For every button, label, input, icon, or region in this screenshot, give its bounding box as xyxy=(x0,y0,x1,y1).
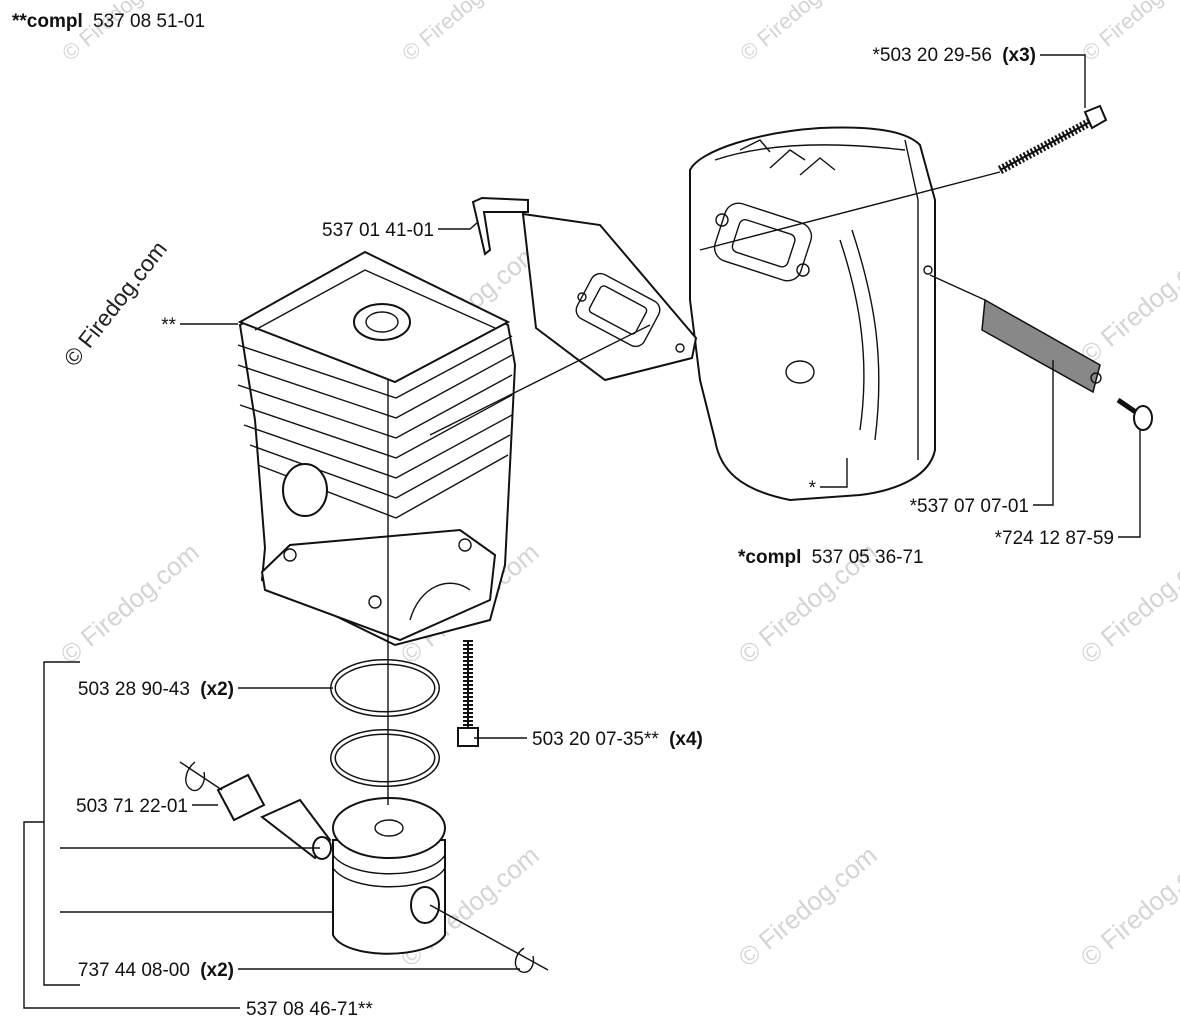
callout-muffler-number: * xyxy=(809,478,817,499)
watermark-text: © Firedog.com xyxy=(397,0,524,66)
callout-piston-kit: 537 08 46-71** xyxy=(246,999,373,1020)
watermark-text: © Firedog.com xyxy=(1075,840,1180,973)
leader-muffler xyxy=(820,458,848,488)
callout-screen-number: *537 07 07-01 xyxy=(910,496,1029,517)
muffler-compl-number: 537 05 36-71 xyxy=(812,547,924,568)
watermarks: © Firedog.com © Firedog.com © Firedog.co… xyxy=(55,0,1180,973)
cylinder-assembly-label: **compl 537 08 51-01 xyxy=(12,11,205,32)
needle-bearing-part xyxy=(216,773,332,860)
piston-rings-part xyxy=(330,659,440,787)
callout-bolt-top: *503 20 29-56 (x3) xyxy=(873,45,1036,66)
leader-gasket xyxy=(438,221,479,230)
callout-circlip-qty: (x2) xyxy=(200,960,234,981)
watermark-text: © Firedog.com xyxy=(1075,537,1180,670)
callout-screw: *724 12 87-59 xyxy=(995,528,1114,549)
callout-screw-number: *724 12 87-59 xyxy=(995,528,1114,549)
callout-cyl-bolt-number: 503 20 07-35** xyxy=(532,729,659,750)
callout-gasket-number: 537 01 41-01 xyxy=(322,220,434,241)
callout-bolt-top-qty: (x3) xyxy=(1002,45,1036,66)
watermark-text: © Firedog.com xyxy=(1077,0,1180,66)
callout-cyl-bolt-qty: (x4) xyxy=(669,729,703,750)
piston-part xyxy=(332,797,549,971)
circlip-part xyxy=(179,761,535,973)
cylinder-compl-number: 537 08 51-01 xyxy=(93,11,205,32)
watermark-text-strong: © Firedog.com xyxy=(58,236,172,371)
callout-bolt-top-number: *503 20 29-56 xyxy=(873,45,992,66)
callout-bearing: 503 71 22-01 xyxy=(76,796,188,817)
callout-circlip-number: 737 44 08-00 xyxy=(78,960,190,981)
callout-bearing-number: 503 71 22-01 xyxy=(76,796,188,817)
cylinder-part xyxy=(237,250,517,647)
callout-ring-qty: (x2) xyxy=(200,679,234,700)
leader-screen xyxy=(1033,360,1054,506)
bracket-piston-kit-outer xyxy=(23,821,240,1009)
spark-screen-part xyxy=(929,274,1102,394)
watermark-text: © Firedog.com xyxy=(735,0,862,66)
cylinder-compl-prefix: **compl xyxy=(12,11,83,32)
bracket-piston-kit-inner xyxy=(43,661,80,986)
muffler-part xyxy=(689,126,936,502)
callout-screen: *537 07 07-01 xyxy=(910,496,1029,517)
callout-circlip: 737 44 08-00 (x2) xyxy=(78,960,234,981)
gasket-centerline xyxy=(429,324,651,436)
gasket-part xyxy=(471,196,698,382)
callout-cyl-bolt: 503 20 07-35** (x4) xyxy=(532,729,703,750)
callout-ring-number: 503 28 90-43 xyxy=(78,679,190,700)
muffler-assembly-label: *compl 537 05 36-71 xyxy=(738,547,924,568)
watermark-text: © Firedog.com xyxy=(1075,237,1180,370)
watermark-text: © Firedog.com xyxy=(733,840,883,973)
callout-gasket: 537 01 41-01 xyxy=(322,220,434,241)
muffler-bolt-part xyxy=(997,104,1108,174)
callout-cylinder-number: ** xyxy=(161,315,176,336)
callout-muffler: * xyxy=(809,478,817,499)
callout-piston-kit-number: 537 08 46-71** xyxy=(246,999,373,1020)
watermark-text: © Firedog.com xyxy=(55,537,205,670)
leader-bolt-top xyxy=(1040,54,1086,108)
cylinder-bolt-part xyxy=(457,640,479,747)
muffler-screw-part xyxy=(1116,397,1153,431)
watermark-text: © Firedog.com xyxy=(57,0,184,66)
callout-cylinder: ** xyxy=(161,315,176,336)
muffler-bolt-centerline xyxy=(699,171,1001,251)
muffler-compl-prefix: *compl xyxy=(738,547,801,568)
callout-ring: 503 28 90-43 (x2) xyxy=(78,679,234,700)
leader-screw xyxy=(1118,430,1141,538)
